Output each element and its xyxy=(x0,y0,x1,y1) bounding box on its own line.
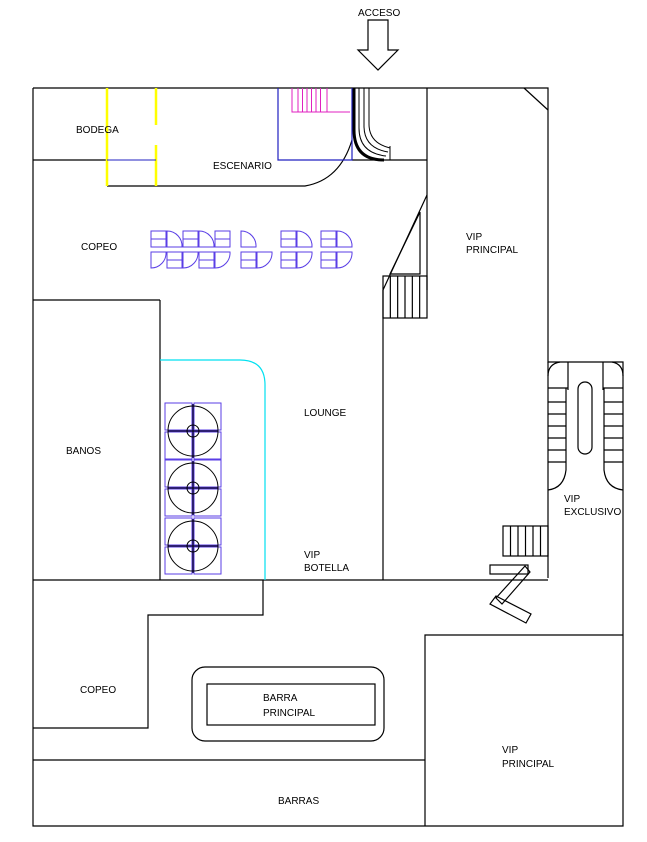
label-vip-exclusivo: VIP xyxy=(564,494,580,505)
chair xyxy=(256,251,273,269)
small-stairs xyxy=(502,525,549,557)
door xyxy=(489,564,532,624)
label-vip-principal-bottom: VIP xyxy=(502,745,518,756)
lounge-seat xyxy=(193,402,222,431)
chair xyxy=(214,251,231,269)
lounge-seat xyxy=(193,459,222,488)
label-escenario: ESCENARIO xyxy=(213,161,272,172)
chair xyxy=(240,230,257,248)
barra-principal xyxy=(191,666,385,742)
lounge-seat xyxy=(164,488,193,517)
lounge-seating xyxy=(164,402,222,575)
lounge-table-set xyxy=(164,459,222,517)
label-copeo-bottom: COPEO xyxy=(80,685,116,696)
chair xyxy=(182,251,199,269)
access-arrow-icon xyxy=(356,19,400,71)
vip-exclusivo-stairs xyxy=(547,361,624,491)
stairs-vip-principal xyxy=(382,275,428,319)
label-lounge: LOUNGE xyxy=(304,408,347,419)
label-vip-botella: VIP xyxy=(304,550,320,561)
label-barras: BARRAS xyxy=(278,796,319,807)
lounge-divider xyxy=(160,359,266,580)
ramp xyxy=(382,194,428,291)
lounge-seat xyxy=(164,459,193,488)
stage xyxy=(277,88,353,161)
label-copeo: COPEO xyxy=(81,242,117,253)
label-vip-principal: VIP xyxy=(466,232,482,243)
label-vip-principal-bottom: PRINCIPAL xyxy=(502,759,554,770)
lounge-seat xyxy=(193,431,222,460)
chair xyxy=(296,230,313,248)
bodega-shelves xyxy=(105,88,158,186)
chair xyxy=(198,230,215,248)
chair xyxy=(296,251,313,269)
lounge-seat xyxy=(164,517,193,546)
label-vip-principal: PRINCIPAL xyxy=(466,245,518,256)
copeo-tables xyxy=(150,230,353,269)
lounge-table-set xyxy=(164,517,222,575)
lounge-seat xyxy=(193,488,222,517)
label-bodega: BODEGA xyxy=(76,125,119,136)
walls xyxy=(32,87,624,827)
chair xyxy=(336,230,353,248)
lounge-table-set xyxy=(164,402,222,460)
chair xyxy=(166,230,183,248)
label-vip-botella: BOTELLA xyxy=(304,563,349,574)
label-vip-exclusivo: EXCLUSIVO xyxy=(564,507,621,518)
label-barra-principal: BARRA xyxy=(263,693,298,704)
label-banos: BANOS xyxy=(66,446,101,457)
lounge-seat xyxy=(164,402,193,431)
lounge-seat xyxy=(164,546,193,575)
chair xyxy=(150,251,167,269)
label-acceso: ACCESO xyxy=(358,8,400,19)
lounge-seat xyxy=(164,431,193,460)
chair xyxy=(336,251,353,269)
label-barra-principal: PRINCIPAL xyxy=(263,708,315,719)
lounge-seat xyxy=(193,517,222,546)
entry-rail xyxy=(352,88,391,162)
stage-stairs xyxy=(291,88,350,113)
lounge-seat xyxy=(193,546,222,575)
